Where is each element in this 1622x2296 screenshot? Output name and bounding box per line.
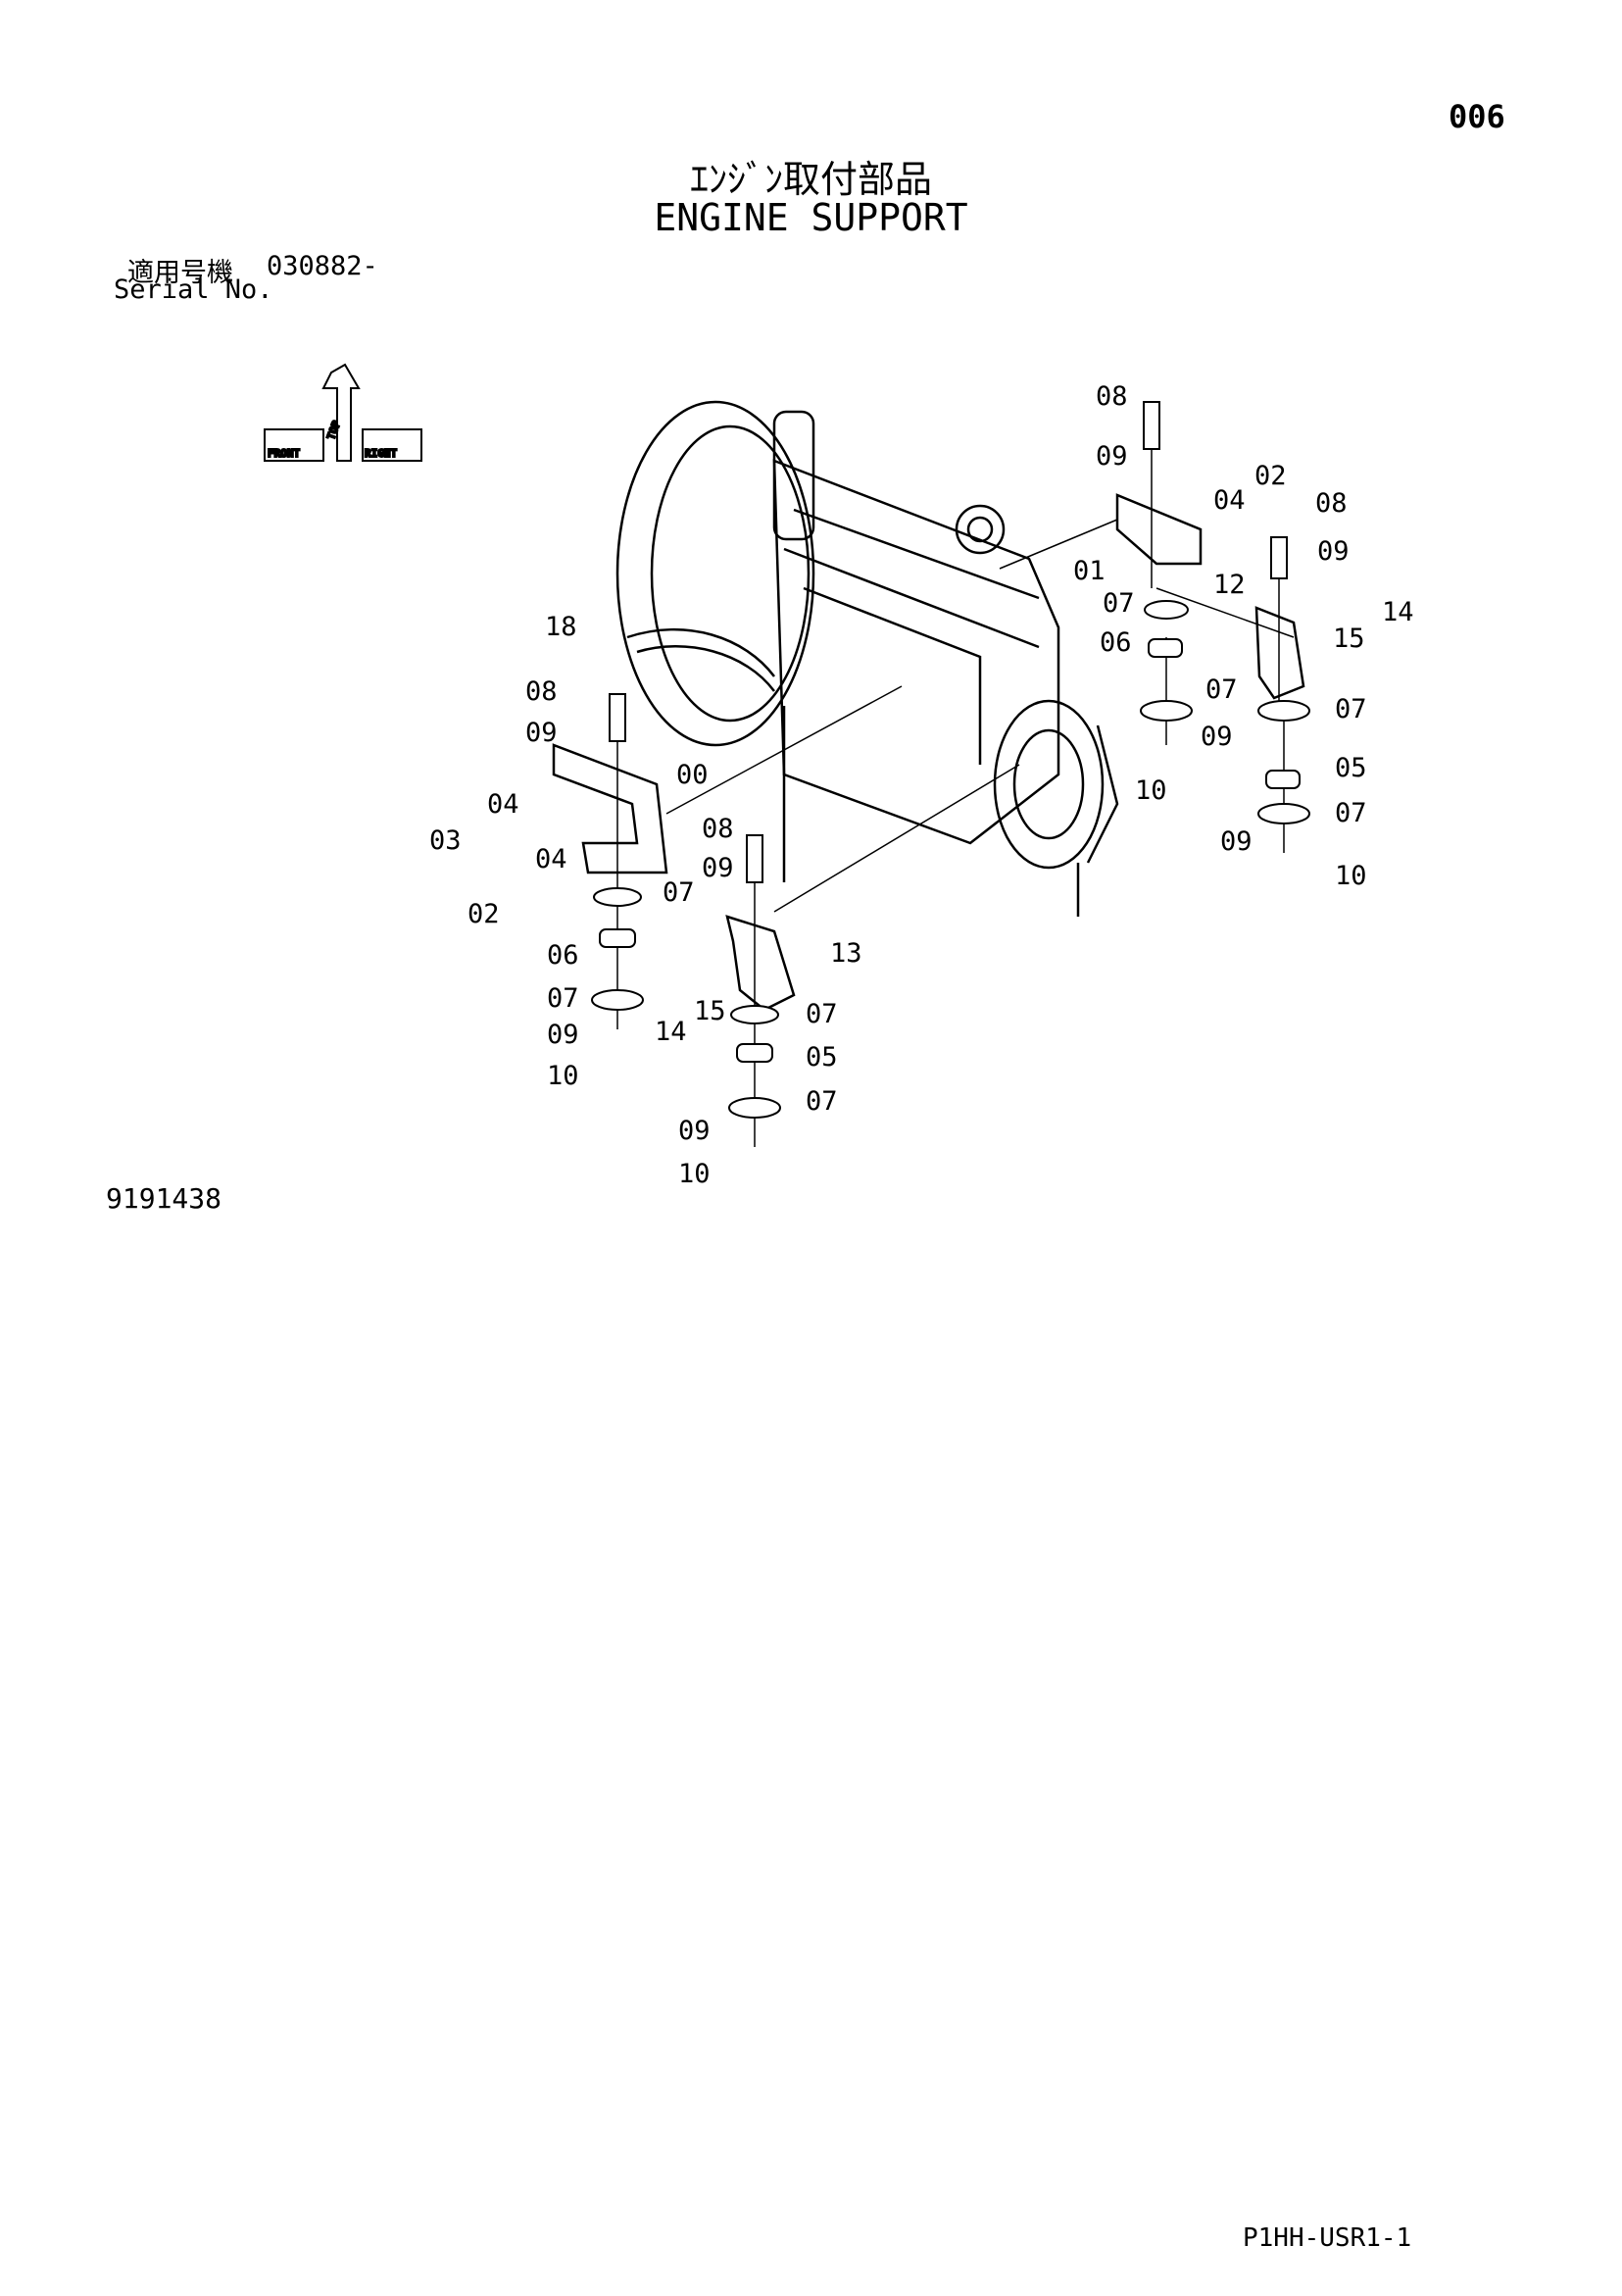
leader-lines <box>616 422 1295 1147</box>
callout: 07 <box>806 999 838 1029</box>
radiator-fan-shroud <box>615 400 815 747</box>
callout: 05 <box>806 1042 838 1073</box>
callout: 09 <box>702 853 734 883</box>
callout: 04 <box>1213 485 1246 516</box>
callout: 05 <box>1335 753 1367 783</box>
callout: 02 <box>1254 461 1287 491</box>
figure-number: 9191438 <box>106 1182 222 1215</box>
callout: 08 <box>1315 488 1348 519</box>
callout: 07 <box>547 983 579 1014</box>
flywheel-housing <box>993 699 1105 870</box>
callout: 01 <box>1073 556 1106 586</box>
callout: 04 <box>487 789 519 820</box>
callout: 02 <box>467 899 500 929</box>
callout: 00 <box>676 760 709 790</box>
callout: 09 <box>1201 722 1233 752</box>
mount-components <box>591 401 1310 1119</box>
callout: 06 <box>1100 627 1132 658</box>
orient-label-front: FRONT <box>268 447 300 460</box>
serial-label-japanese: 適用号機 <box>127 258 233 288</box>
callout: 08 <box>702 814 734 844</box>
callout: 10 <box>1135 775 1167 806</box>
page-code: P1HH-USR1-1 <box>1243 2223 1412 2253</box>
callout: 09 <box>678 1116 711 1146</box>
callout: 09 <box>1317 536 1350 567</box>
callout: 06 <box>547 940 579 971</box>
callout: 15 <box>694 996 726 1026</box>
orientation-symbol: FRONT RIGHT TOP <box>264 363 422 462</box>
part-callouts: 08 09 02 04 01 07 06 08 09 12 14 15 07 0… <box>429 381 1414 1189</box>
callout: 07 <box>663 877 695 908</box>
callout: 03 <box>429 825 462 856</box>
callout: 07 <box>1205 674 1238 705</box>
hose <box>626 627 775 677</box>
callout: 08 <box>1096 381 1128 412</box>
serial-range: 030882- <box>267 251 378 281</box>
callout: 10 <box>547 1061 579 1091</box>
callout: 09 <box>547 1020 579 1050</box>
title-english: ENGINE SUPPORT <box>654 196 968 239</box>
callout: 13 <box>830 938 862 969</box>
callout: 10 <box>1335 861 1367 891</box>
serial-label-english: Serial No. <box>114 275 273 305</box>
callout: 14 <box>655 1017 687 1047</box>
callout: 18 <box>545 612 577 642</box>
callout: 09 <box>1220 826 1253 857</box>
callout: 08 <box>525 676 558 707</box>
bracket-01 <box>1115 493 1203 566</box>
title-japanese: ｴﾝｼﾞﾝ取付部品 <box>689 158 932 201</box>
engine-illustration <box>615 400 1119 917</box>
callout: 07 <box>1335 798 1367 828</box>
intake-pipe <box>772 410 815 541</box>
page-number: 006 <box>1449 98 1505 135</box>
callout: 10 <box>678 1159 711 1189</box>
callout: 07 <box>1103 588 1135 619</box>
callout: 15 <box>1333 624 1365 654</box>
orient-label-right: RIGHT <box>365 447 397 460</box>
callout: 07 <box>1335 694 1367 724</box>
callout: 09 <box>1096 441 1128 472</box>
turbocharger <box>955 504 1006 555</box>
bracket-00 <box>552 743 668 874</box>
callout: 14 <box>1382 597 1414 627</box>
callout: 12 <box>1213 570 1246 600</box>
callout: 04 <box>535 844 567 874</box>
bracket-13 <box>725 915 796 1012</box>
bracket-12 <box>1254 606 1305 700</box>
callout: 07 <box>806 1086 838 1117</box>
callout: 09 <box>525 718 558 748</box>
